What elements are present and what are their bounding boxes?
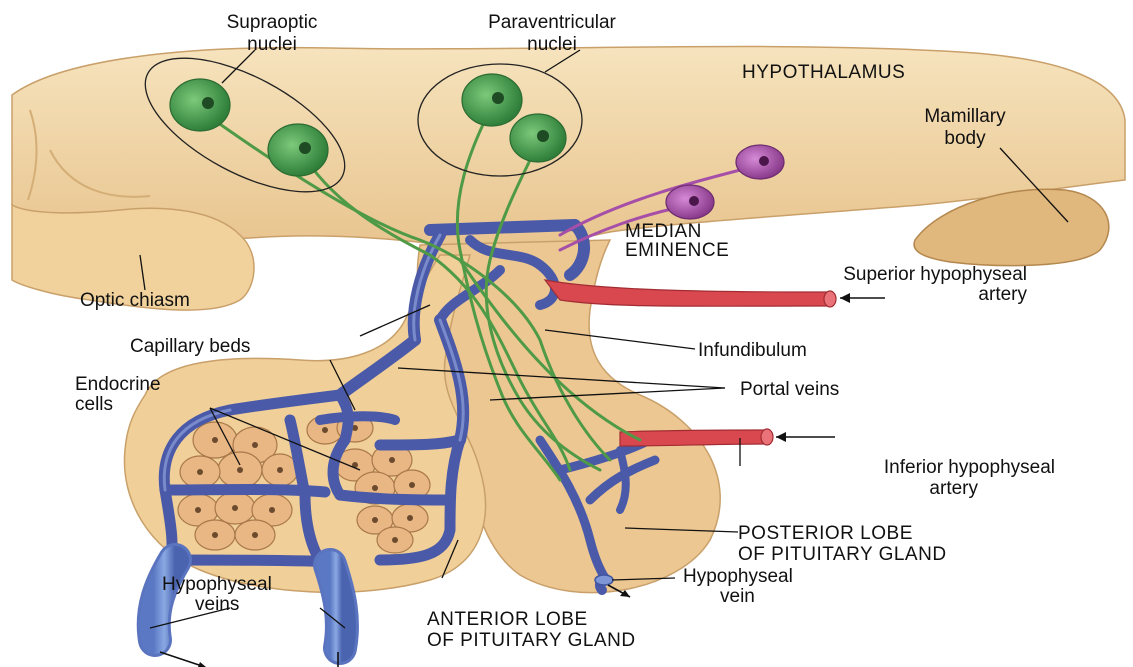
label-infundibulum: Infundibulum xyxy=(698,340,807,361)
label-portal-veins: Portal veins xyxy=(740,379,839,400)
label-hypophyseal-veins-line1: Hypophyseal xyxy=(162,574,272,595)
label-anterior-lobe-line1: ANTERIOR LOBE xyxy=(427,609,588,630)
label-posterior-lobe-line1: POSTERIOR LOBE xyxy=(738,523,913,544)
label-mamillary-line1: Mamillary xyxy=(924,106,1006,127)
label-capillary-beds: Capillary beds xyxy=(130,336,250,357)
label-superior-artery-line2: artery xyxy=(978,284,1027,305)
label-endocrine-line2: cells xyxy=(75,394,113,415)
label-supraoptic-line1: Supraoptic xyxy=(227,12,318,33)
label-optic-chiasm: Optic chiasm xyxy=(80,290,190,311)
label-posterior-lobe-line2: OF PITUITARY GLAND xyxy=(738,544,947,565)
label-median-eminence-line2: EMINENCE xyxy=(625,240,729,261)
label-inferior-artery-line2: artery xyxy=(929,478,978,499)
label-hypophyseal-veins-line2: veins xyxy=(195,594,239,615)
label-paraventricular-line2: nuclei xyxy=(527,34,577,55)
label-superior-artery-line1: Superior hypophyseal xyxy=(843,264,1027,285)
label-endocrine-line1: Endocrine xyxy=(75,374,161,395)
label-hypophyseal-vein-line2: vein xyxy=(720,586,755,607)
label-supraoptic-line2: nuclei xyxy=(247,34,297,55)
label-inferior-artery-line1: Inferior hypophyseal xyxy=(884,457,1055,478)
label-median-eminence-line1: MEDIAN xyxy=(625,221,702,242)
label-hypophyseal-vein-line1: Hypophyseal xyxy=(683,566,793,587)
label-mamillary-line2: body xyxy=(944,128,986,149)
label-anterior-lobe-line2: OF PITUITARY GLAND xyxy=(427,630,636,651)
label-paraventricular-line1: Paraventricular xyxy=(488,12,616,33)
label-hypothalamus: HYPOTHALAMUS xyxy=(742,62,905,83)
